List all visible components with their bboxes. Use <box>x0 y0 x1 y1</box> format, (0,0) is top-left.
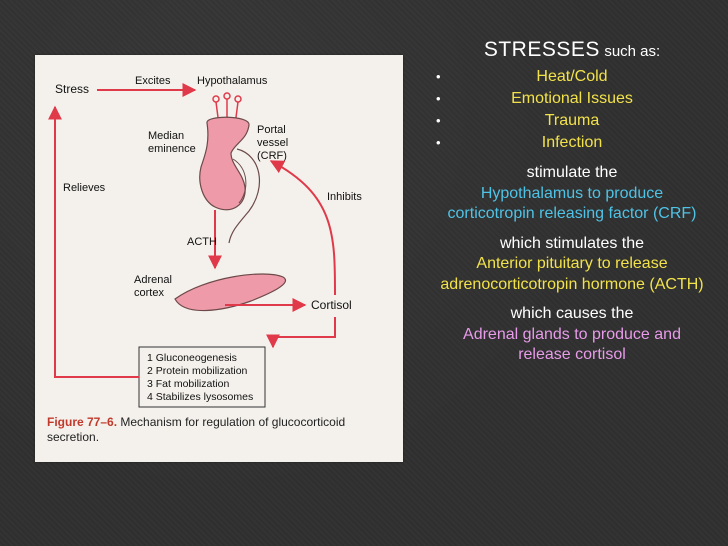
effect-item: 3 Fat mobilization <box>147 378 229 390</box>
inhibits-arrow <box>269 160 336 296</box>
paragraph-adrenal: which causes the Adrenal glands to produ… <box>436 304 708 366</box>
p3-lead: which causes the <box>510 305 634 322</box>
label-adrenal-cortex: Adrenal cortex <box>134 274 175 299</box>
heading-such-as: such as: <box>604 43 661 60</box>
median-eminence-line1: Median <box>148 130 184 142</box>
heading-stresses: STRESSES <box>483 38 600 61</box>
stress-item-label: Infection <box>541 134 603 151</box>
portal-vessel-line1: Portal <box>257 124 286 136</box>
portal-vessel-shape <box>228 148 261 244</box>
stress-item: • Heat/Cold <box>436 66 708 88</box>
stress-list: • Heat/Cold • Emotional Issues • Trauma • Infec… <box>436 66 708 154</box>
stress-item: • Trauma <box>436 110 708 132</box>
bullet-icon: • <box>436 135 441 150</box>
adrenal-line2: cortex <box>134 287 164 299</box>
label-hypothalamus: Hypothalamus <box>197 75 268 87</box>
stress-item-label: Heat/Cold <box>536 68 608 85</box>
portal-vessel-line3: (CRF) <box>257 150 287 162</box>
label-cortisol: Cortisol <box>311 298 352 312</box>
caption-figure-number: Figure 77–6. <box>47 415 118 429</box>
label-median-eminence: Median eminence <box>148 130 196 155</box>
p3-colored: Adrenal glands to produce and release co… <box>463 325 681 364</box>
p1-lead: stimulate the <box>526 164 618 181</box>
label-relieves: Relieves <box>63 182 106 194</box>
label-stress: Stress <box>55 82 89 96</box>
effects-box <box>138 346 266 408</box>
effect-item: 4 Stabilizes lysosomes <box>147 391 253 403</box>
cortisol-to-effects-arrow <box>266 317 336 349</box>
caption-text: Mechanism for regulation of glucocortico… <box>47 415 346 444</box>
figure-caption: Figure 77–6. Mechanism for regulation of… <box>47 415 397 445</box>
p1-colored: Hypothalamus to produce corticotropin re… <box>447 184 697 223</box>
portal-vessel-line2: vessel <box>257 137 288 149</box>
textbook-figure: Stress Excites Hypothalamus Median emine… <box>35 55 403 462</box>
p2-lead: which stimulates the <box>499 234 645 252</box>
relieves-arrow <box>48 105 139 378</box>
p2-colored: Anterior pituitary to release adrenocort… <box>440 255 704 293</box>
adrenal-cortex-shape <box>174 273 286 312</box>
effect-item: 2 Protein mobilization <box>147 365 248 377</box>
bullet-icon: • <box>436 69 441 84</box>
stress-item-label: Emotional Issues <box>511 90 633 107</box>
stresses-heading: STRESSES such as: <box>436 38 708 62</box>
paragraph-hypothalamus: stimulate the Hypothalamus to produce co… <box>436 163 708 225</box>
bullet-icon: • <box>436 91 441 106</box>
regulation-diagram: Stress Excites Hypothalamus Median emine… <box>48 75 362 408</box>
median-eminence-line2: eminence <box>148 143 196 155</box>
label-acth: ACTH <box>187 236 217 248</box>
bullet-icon: • <box>436 113 441 128</box>
stress-item: • Infection <box>436 132 708 154</box>
paragraph-pituitary: which stimulates the Anterior pituitary … <box>436 234 708 296</box>
label-inhibits: Inhibits <box>327 191 362 203</box>
label-excites: Excites <box>135 75 171 87</box>
text-panel: STRESSES such as: • Heat/Cold • Emotional I… <box>436 38 708 366</box>
effect-item: 1 Gluconeogenesis <box>147 352 237 364</box>
stress-item-label: Trauma <box>544 112 600 129</box>
pituitary-gland-shape <box>199 116 250 211</box>
stress-item: • Emotional Issues <box>436 88 708 110</box>
label-portal-vessel: Portal vessel (CRF) <box>257 124 291 162</box>
adrenal-line1: Adrenal <box>134 274 172 286</box>
